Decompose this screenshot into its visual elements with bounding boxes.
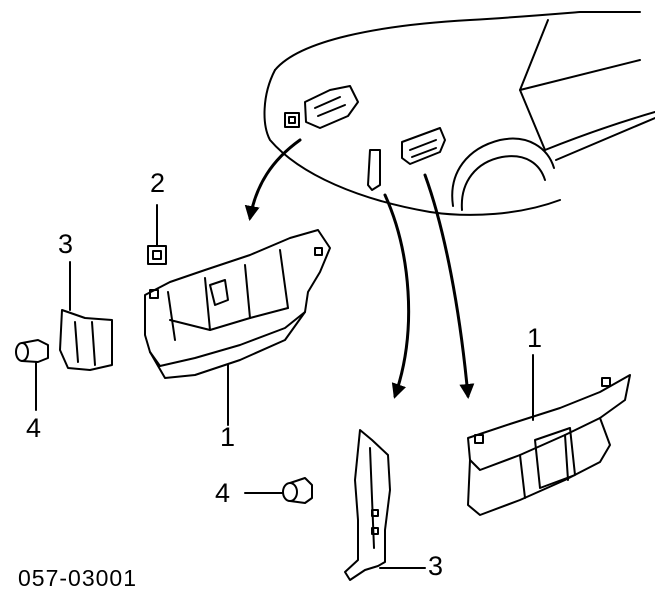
callout-1-reinforcement-left: 1 [220, 422, 236, 452]
vehicle-fender-outline [263, 11, 655, 216]
part-2-nut [147, 204, 167, 265]
car-mounted-bracket-left [284, 85, 359, 129]
part-4-clip-left [15, 339, 49, 411]
callout-3-bracket-bottom: 3 [428, 551, 444, 581]
part-3-bracket-bottom [344, 429, 426, 581]
callout-4-clip-left: 4 [26, 413, 42, 443]
diagram-code: 057-03001 [18, 565, 137, 591]
part-4-clip-bottom [244, 477, 313, 504]
part-1-reinforcement-right [467, 354, 631, 516]
callout-3-bracket-left: 3 [58, 229, 74, 259]
part-1-reinforcement-left [144, 229, 331, 426]
car-mounted-bracket-right [367, 127, 446, 191]
callout-1-reinforcement-right: 1 [527, 323, 543, 353]
callout-4-clip-bottom: 4 [215, 478, 231, 508]
leader-arrows [244, 138, 475, 399]
part-3-bracket-left [59, 261, 113, 371]
callout-2-nut: 2 [150, 168, 166, 198]
